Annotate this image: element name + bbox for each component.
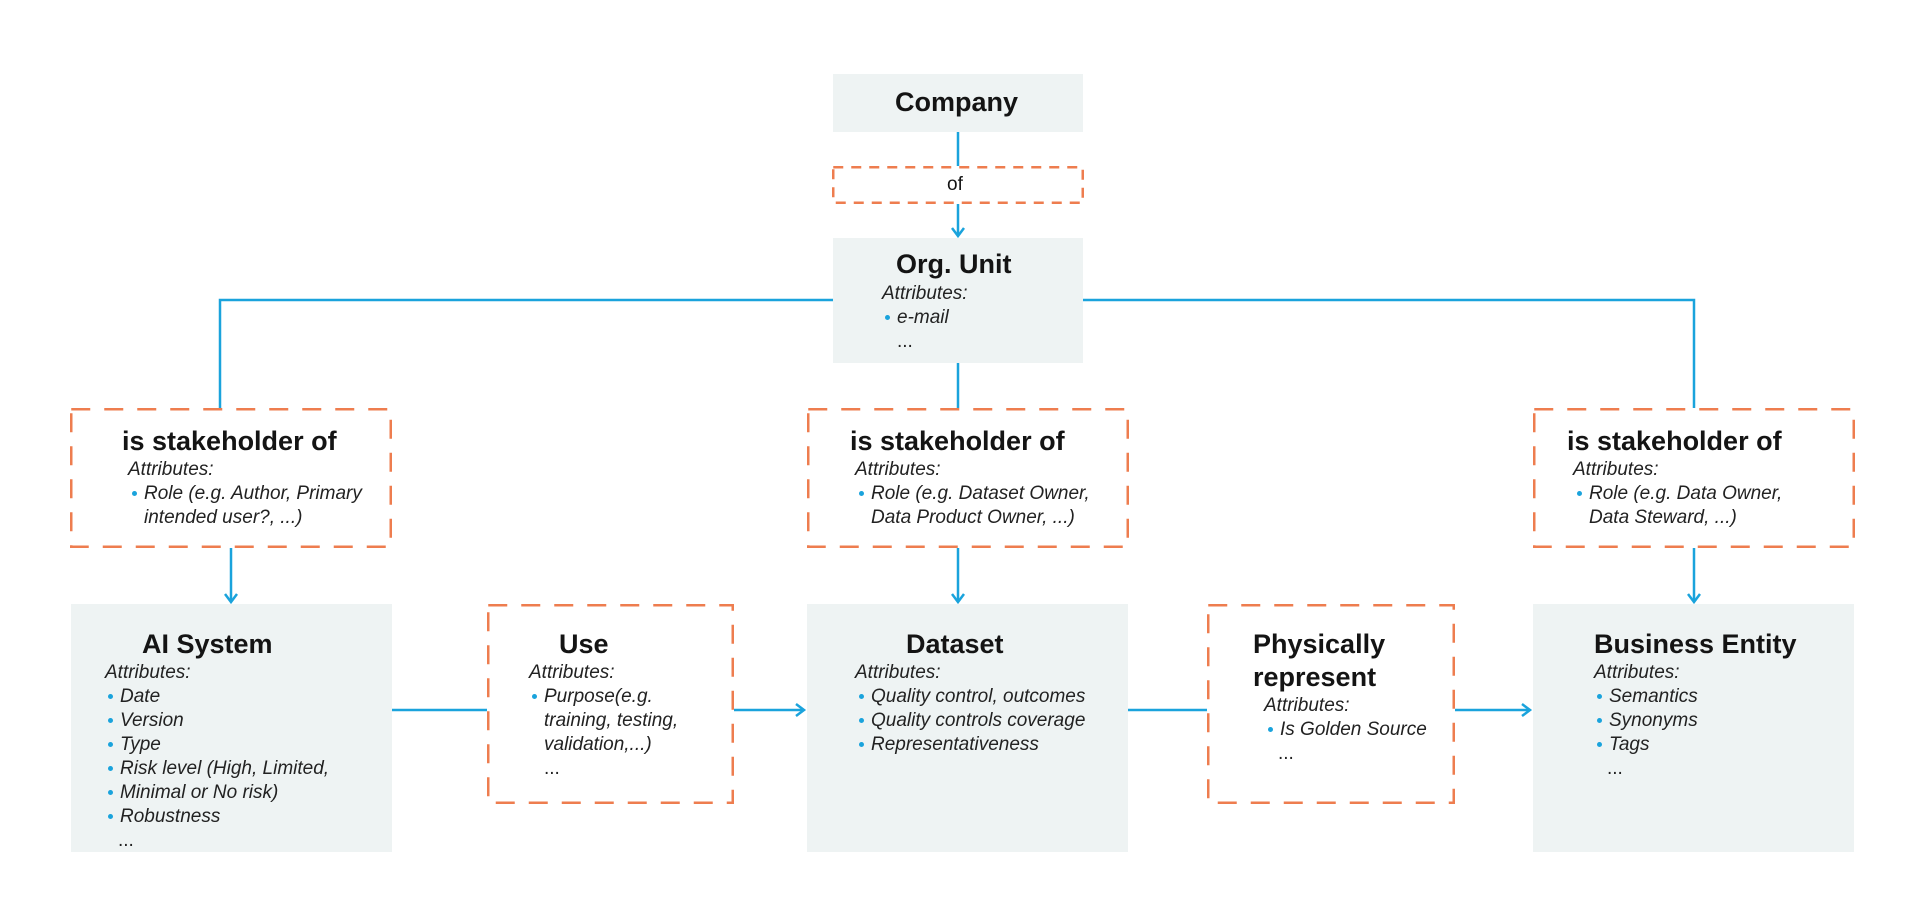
attribute-item: Tags [1595,733,1698,757]
stakeholder-left-attributes-label: Attributes: [128,459,214,480]
ai-system-node: AI System Attributes: Date Version Type … [71,604,392,852]
ai-system-attributes: Date Version Type Risk level (High, Limi… [106,685,329,829]
stakeholder-right-attributes: Role (e.g. Data Owner, [1575,482,1782,506]
dataset-attributes: Quality control, outcomes Quality contro… [857,685,1085,757]
use-attribute-continuation-1: training, testing, [544,710,679,731]
use-relation: Use Attributes: Purpose(e.g. training, t… [487,604,734,804]
org-unit-attributes-label: Attributes: [882,283,968,304]
use-title: Use [559,629,609,659]
business-entity-node: Business Entity Attributes: Semantics Sy… [1533,604,1854,852]
attribute-item: Risk level (High, Limited, [106,757,329,781]
ai-system-title: AI System [142,629,273,659]
stakeholder-mid-attribute-continuation: Data Product Owner, ...) [871,507,1075,528]
stakeholder-left-title: is stakeholder of [122,426,337,456]
attribute-item: Is Golden Source [1266,718,1427,742]
use-attribute-continuation-2: validation,...) [544,734,652,755]
stakeholder-mid-attributes: Role (e.g. Dataset Owner, [857,482,1090,506]
of-relation: of [832,166,1084,204]
attribute-item: Synonyms [1595,709,1698,733]
attribute-item: e-mail [883,306,949,330]
stakeholder-right-attribute-continuation: Data Steward, ...) [1589,507,1737,528]
use-frame [487,604,734,804]
attribute-item: Minimal or No risk) [106,781,329,805]
dataset-node: Dataset Attributes: Quality control, out… [807,604,1128,852]
ai-system-more: ... [118,830,134,851]
physically-represent-title-line2: represent [1253,662,1377,692]
stakeholder-right-title: is stakeholder of [1567,426,1782,456]
attribute-item: Role (e.g. Dataset Owner, [857,482,1090,506]
attribute-item: Robustness [106,805,329,829]
use-attributes-label: Attributes: [529,662,615,683]
stakeholder-left-attribute-continuation: intended user?, ...) [144,507,303,528]
company-node: Company [833,74,1083,132]
use-attributes: Purpose(e.g. [530,685,653,709]
stakeholder-right-relation: is stakeholder of Attributes: Role (e.g.… [1533,408,1855,548]
dataset-attributes-label: Attributes: [855,662,941,683]
dataset-title: Dataset [906,629,1004,659]
business-entity-attributes-label: Attributes: [1594,662,1680,683]
stakeholder-left-attributes: Role (e.g. Author, Primary [130,482,362,506]
stakeholder-left-relation: is stakeholder of Attributes: Role (e.g.… [70,408,392,548]
connector-orgunit-stakeholder-right [1083,298,1696,408]
attribute-item: Date [106,685,329,709]
physically-represent-relation: Physically represent Attributes: Is Gold… [1207,604,1455,804]
physically-represent-attributes: Is Golden Source [1266,718,1427,742]
physically-represent-attributes-label: Attributes: [1264,695,1350,716]
business-entity-more: ... [1607,758,1623,779]
org-unit-attributes: e-mail [883,306,949,330]
org-unit-title: Org. Unit [896,249,1012,279]
attribute-item: Semantics [1595,685,1698,709]
physically-represent-frame [1207,604,1455,804]
attribute-item: Type [106,733,329,757]
org-unit-node: Org. Unit Attributes: e-mail ... [833,238,1083,363]
attribute-item: Quality control, outcomes [857,685,1085,709]
company-title: Company [895,87,1019,117]
business-entity-title: Business Entity [1594,629,1797,659]
stakeholder-mid-relation: is stakeholder of Attributes: Role (e.g.… [807,408,1129,548]
use-more: ... [544,758,560,779]
attribute-item: Quality controls coverage [857,709,1085,733]
stakeholder-mid-attributes-label: Attributes: [855,459,941,480]
ai-system-attributes-label: Attributes: [105,662,191,683]
org-unit-more: ... [897,331,913,352]
attribute-item: Role (e.g. Author, Primary [130,482,362,506]
attribute-item: Purpose(e.g. [530,685,653,709]
attribute-item: Version [106,709,329,733]
connector-orgunit-stakeholder-left [218,298,833,408]
attribute-item: Representativeness [857,733,1085,757]
stakeholder-mid-title: is stakeholder of [850,426,1065,456]
of-label: of [947,174,963,195]
business-entity-attributes: Semantics Synonyms Tags [1595,685,1698,757]
physically-represent-title-line1: Physically [1253,629,1386,659]
physically-represent-more: ... [1278,743,1294,764]
stakeholder-right-attributes-label: Attributes: [1573,459,1659,480]
attribute-item: Role (e.g. Data Owner, [1575,482,1782,506]
